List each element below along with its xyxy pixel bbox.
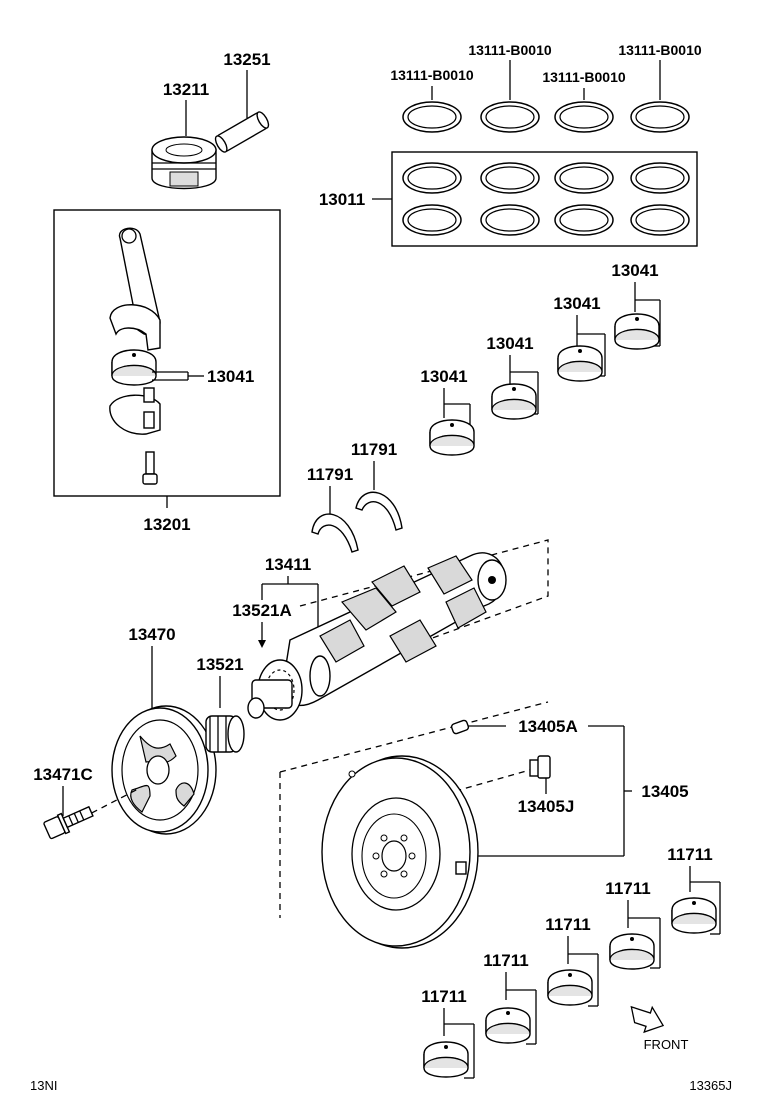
piston-ring-icon [630, 162, 690, 194]
conrod-bearing-icon [557, 345, 603, 382]
main-bearing-c-label: 11711 [545, 915, 590, 934]
conrod-icon [109, 227, 161, 351]
front-indicator: FRONT [630, 1005, 689, 1052]
main-bearings-group: 11711 11711 11711 11711 11711 [421, 845, 721, 1079]
conrod-bearing-b-label: 13041 [486, 334, 533, 353]
crank-key-label: 13521A [232, 601, 292, 620]
crank-gear-label: 13521 [196, 655, 243, 674]
front-label: FRONT [644, 1037, 689, 1052]
main-bearing-icon [547, 969, 593, 1006]
flywheel-pin-icon [450, 719, 470, 735]
conrod-bearing-icon [429, 419, 475, 456]
main-bearing-icon [609, 933, 655, 970]
piston-label: 13211 [163, 80, 209, 99]
conrod-group: 13041 13201 [53, 209, 281, 534]
pulley-group: 13470 13521 13471C [33, 625, 245, 840]
conrod-bearing-c-label: 13041 [553, 294, 600, 313]
thrust-washer-a-label: 11791 [351, 440, 397, 459]
footer-right-code: 13365J [689, 1078, 732, 1093]
piston-ring-icon [480, 162, 540, 194]
piston-group: 13211 13251 [151, 50, 271, 190]
thrust-washer-icon [355, 491, 403, 531]
piston-ring-icon [402, 162, 462, 194]
piston-ring-icon [480, 204, 540, 236]
conrod-bearing-d-label: 13041 [611, 261, 658, 280]
conrod-bearing-icon [614, 313, 660, 350]
pulley-bolt-label: 13471C [33, 765, 93, 784]
flywheel-bolt-label: 13405J [518, 797, 575, 816]
conrod-assembly-label: 13201 [143, 515, 190, 534]
thrust-washer-b-label: 11791 [307, 465, 353, 484]
footer-left-code: 13NI [30, 1078, 57, 1093]
conrod-bolt-icon [142, 451, 158, 485]
piston-ring-icon [630, 204, 690, 236]
crank-key-icon [258, 640, 266, 648]
pulley-label: 13470 [128, 625, 175, 644]
conrod-bearing-a-label: 13041 [420, 367, 467, 386]
flywheel-group: 13405A 13405 13405J [279, 701, 689, 949]
crankshaft-icon [247, 552, 507, 721]
piston-pin-icon [214, 111, 270, 153]
crankshaft-group: 13411 13521A [232, 539, 549, 721]
pulley-bolt-icon [43, 805, 94, 840]
crankshaft-label: 13411 [265, 555, 311, 574]
ring-set-4-label: 13111-B0010 [618, 42, 702, 58]
conrod-bearings-group: 13041 13041 13041 13041 [420, 261, 661, 456]
crank-gear-icon [205, 715, 245, 753]
ring-set-3-label: 13111-B0010 [542, 69, 626, 85]
conrod-bearing-icon [111, 349, 157, 386]
ring-kit-label: 13011 [319, 190, 365, 209]
conrod-bearing-inset-label: 13041 [207, 367, 254, 386]
main-bearing-icon [423, 1041, 469, 1078]
piston-pin-label: 13251 [223, 50, 270, 69]
piston-icon [151, 136, 217, 190]
piston-ring-icon [402, 204, 462, 236]
main-bearing-icon [671, 897, 717, 934]
flywheel-bolt-icon [529, 755, 551, 779]
main-bearing-b-label: 11711 [483, 951, 528, 970]
front-arrow-icon [630, 1005, 665, 1034]
conrod-cap-icon [109, 387, 161, 435]
flywheel-pin-label: 13405A [518, 717, 578, 736]
flywheel-icon [321, 755, 479, 949]
pulley-icon [111, 705, 217, 835]
conrod-bearing-icon [491, 383, 537, 420]
thrust-washers-group: 11791 11791 [307, 440, 403, 553]
piston-ring-icon [480, 101, 540, 133]
main-bearing-icon [485, 1007, 531, 1044]
conrod-box [53, 209, 281, 497]
main-bearing-d-label: 11711 [605, 879, 650, 898]
ring-set-1-label: 13111-B0010 [390, 67, 474, 83]
ring-set-2-label: 13111-B0010 [468, 42, 552, 58]
flywheel-outline [279, 701, 549, 918]
piston-ring-icon [554, 162, 614, 194]
piston-rings-group: 13111-B0010 13111-B0010 13111-B0010 1311… [319, 42, 702, 247]
main-bearing-a-label: 11711 [421, 987, 466, 1006]
piston-ring-icon [630, 101, 690, 133]
piston-ring-icon [554, 204, 614, 236]
main-bearing-e-label: 11711 [667, 845, 712, 864]
flywheel-label: 13405 [641, 782, 688, 801]
piston-ring-icon [402, 101, 462, 133]
piston-ring-icon [554, 101, 614, 133]
thrust-washer-icon [311, 513, 359, 553]
